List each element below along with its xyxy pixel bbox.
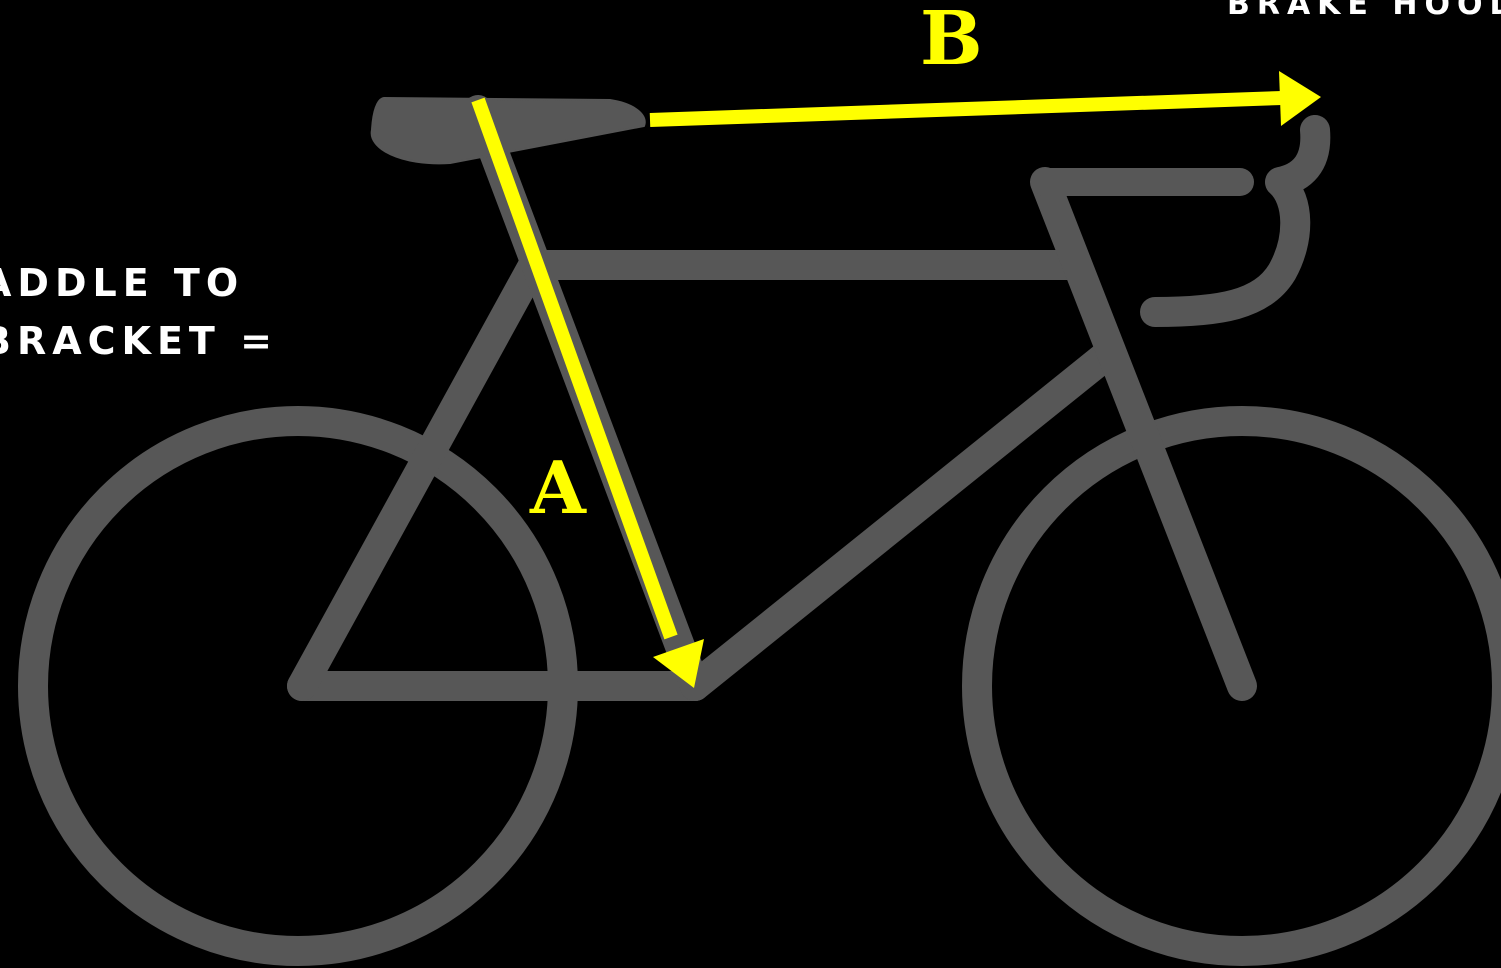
saddle-to-bracket-caption-line-1: ADDLE TO [0,261,245,305]
down-tube [680,343,1118,701]
saddle-to-bracket-caption-line-2: BRACKET = [0,319,278,363]
brake-hood-caption: BRAKE HOOD [1227,0,1501,22]
measurement-b-label: B [920,0,983,82]
front-wheel [962,406,1501,966]
seat-stay [287,247,550,701]
measurement-arrows [471,71,1321,688]
arrow-a-head [653,639,704,688]
saddle [370,97,646,165]
head-tube-fork [1030,167,1257,701]
handlebar-drop [1140,115,1331,327]
arrow-b-head [1279,71,1321,126]
arrow-a-shaft [471,97,678,640]
arrow-b-shaft [649,91,1283,127]
measurement-a-label: A [530,445,586,530]
bicycle-illustration [18,95,1501,966]
